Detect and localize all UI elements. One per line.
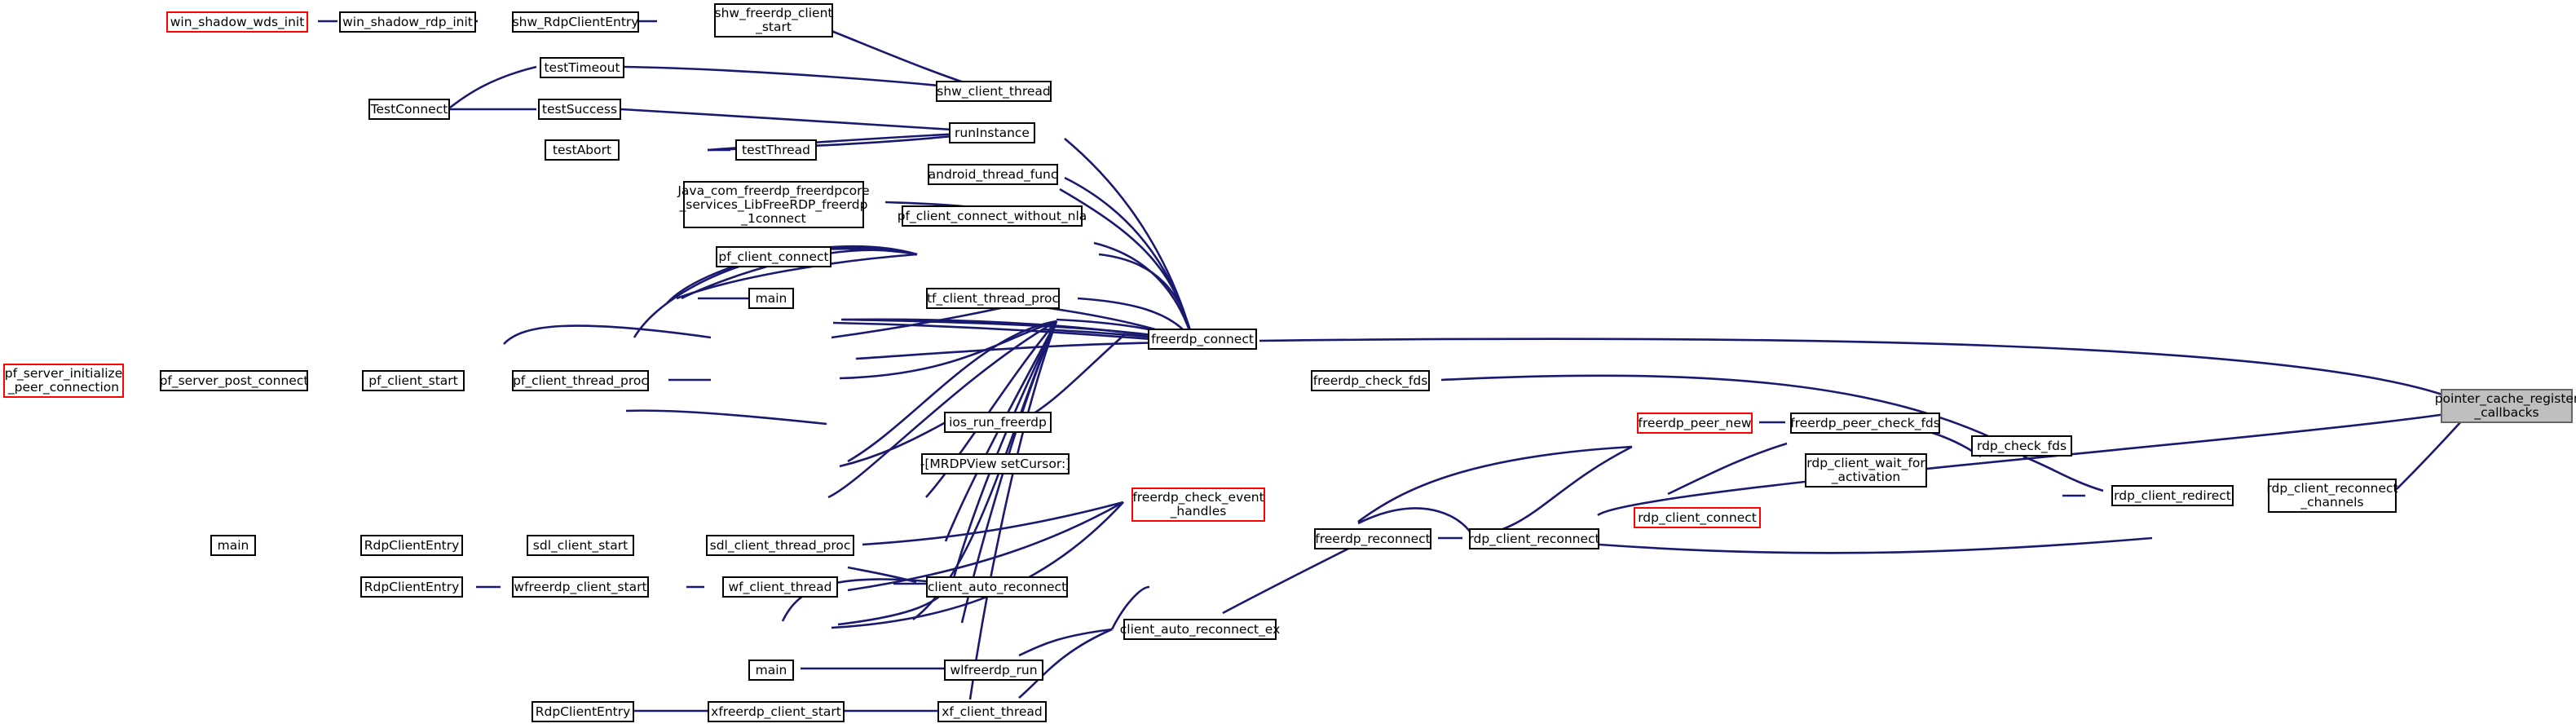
graph-node-android-thread-func[interactable]: android_thread_func — [928, 164, 1058, 185]
graph-node-tf-client-thread-proc[interactable]: tf_client_thread_proc — [926, 288, 1060, 309]
graph-node-rdp-check-fds[interactable]: rdp_check_fds — [1971, 435, 2072, 457]
graph-node-pf-server-initialize-peer-connection[interactable]: pf_server_initialize _peer_connection — [3, 364, 124, 398]
graph-node-testthread[interactable]: testThread — [735, 139, 817, 161]
graph-node-rdp-client-wait-for-activation[interactable]: rdp_client_wait_for _activation — [1805, 453, 1927, 488]
graph-node-pf-client-connect-without-nla[interactable]: pf_client_connect_without_nla — [898, 205, 1087, 227]
graph-node-rdp-client-reconnect[interactable]: rdp_client_reconnect — [1468, 528, 1600, 549]
graph-node-freerdp-peer-check-fds[interactable]: freerdp_peer_check_fds — [1790, 413, 1940, 434]
graph-node-wf-client-thread[interactable]: wf_client_thread — [722, 576, 838, 598]
graph-node-testconnect[interactable]: TestConnect — [368, 99, 450, 120]
graph-node-client-auto-reconnect[interactable]: client_auto_reconnect — [926, 576, 1068, 598]
graph-node-client-auto-reconnect-ex[interactable]: client_auto_reconnect_ex — [1120, 619, 1280, 640]
graph-node-rdpcliententry-xf[interactable]: RdpClientEntry — [532, 701, 634, 722]
graph-node-rdp-client-redirect[interactable]: rdp_client_redirect — [2111, 485, 2234, 506]
graph-node-win-shadow-wds-init[interactable]: win_shadow_wds_init — [166, 11, 308, 33]
graph-node-rdp-client-reconnect-channels[interactable]: rdp_client_reconnect _channels — [2266, 479, 2398, 513]
graph-node-ios-run-freerdp[interactable]: ios_run_freerdp — [944, 412, 1052, 433]
graph-node-pointer-cache-register-callbacks: pointer_cache_register _callbacks — [2435, 389, 2576, 423]
graph-node-sdl-client-thread-proc[interactable]: sdl_client_thread_proc — [706, 535, 854, 556]
graph-node-wlfreerdp-run[interactable]: wlfreerdp_run — [944, 660, 1043, 681]
graph-node-shw-rdpcliententry[interactable]: shw_RdpClientEntry — [512, 11, 639, 33]
call-edges — [318, 20, 2463, 713]
graph-node-mrdpview-setcursor[interactable]: -[MRDPView setCursor:] — [920, 453, 1070, 474]
graph-node-pf-client-start[interactable]: pf_client_start — [362, 370, 465, 391]
graph-node-testtimeout[interactable]: testTimeout — [540, 57, 624, 78]
graph-node-testsuccess[interactable]: testSuccess — [538, 99, 621, 120]
graph-node-rdpcliententry-wf[interactable]: RdpClientEntry — [360, 576, 463, 598]
graph-node-pf-client-connect[interactable]: pf_client_connect — [716, 246, 831, 267]
graph-node-rdp-client-connect[interactable]: rdp_client_connect — [1634, 507, 1761, 528]
graph-node-pf-server-post-connect[interactable]: pf_server_post_connect — [160, 370, 308, 391]
graph-node-shw-client-thread[interactable]: shw_client_thread — [936, 81, 1052, 102]
graph-node-xfreerdp-client-start[interactable]: xfreerdp_client_start — [708, 701, 845, 722]
graph-node-testabort[interactable]: testAbort — [545, 139, 620, 161]
graph-node-java-connect[interactable]: Java_com_freerdp_freerdpcore _services_L… — [677, 181, 870, 228]
graph-node-freerdp-connect[interactable]: freerdp_connect — [1148, 329, 1257, 350]
graph-node-wfreerdp-client-start[interactable]: wfreerdp_client_start — [512, 576, 649, 598]
graph-node-sdl-client-start[interactable]: sdl_client_start — [527, 535, 634, 556]
graph-node-freerdp-check-event-handles[interactable]: freerdp_check_event _handles — [1131, 488, 1265, 522]
graph-node-freerdp-reconnect[interactable]: freerdp_reconnect — [1314, 528, 1431, 549]
graph-node-xf-client-thread[interactable]: xf_client_thread — [937, 701, 1047, 722]
graph-node-main-sdl[interactable]: main — [210, 535, 256, 556]
graph-node-pf-client-thread-proc[interactable]: pf_client_thread_proc — [512, 370, 649, 391]
graph-node-main-wl[interactable]: main — [748, 660, 794, 681]
graph-node-freerdp-peer-new[interactable]: freerdp_peer_new — [1637, 413, 1753, 434]
graph-node-main-tf[interactable]: main — [748, 288, 794, 309]
graph-node-win-shadow-rdp-init[interactable]: win_shadow_rdp_init — [339, 11, 476, 33]
graph-node-freerdp-check-fds[interactable]: freerdp_check_fds — [1311, 370, 1430, 391]
graph-node-runinstance[interactable]: runInstance — [949, 122, 1035, 143]
graph-node-rdpcliententry-sdl[interactable]: RdpClientEntry — [360, 535, 463, 556]
graph-node-shw-freerdp-client-start[interactable]: shw_freerdp_client _start — [714, 3, 833, 38]
